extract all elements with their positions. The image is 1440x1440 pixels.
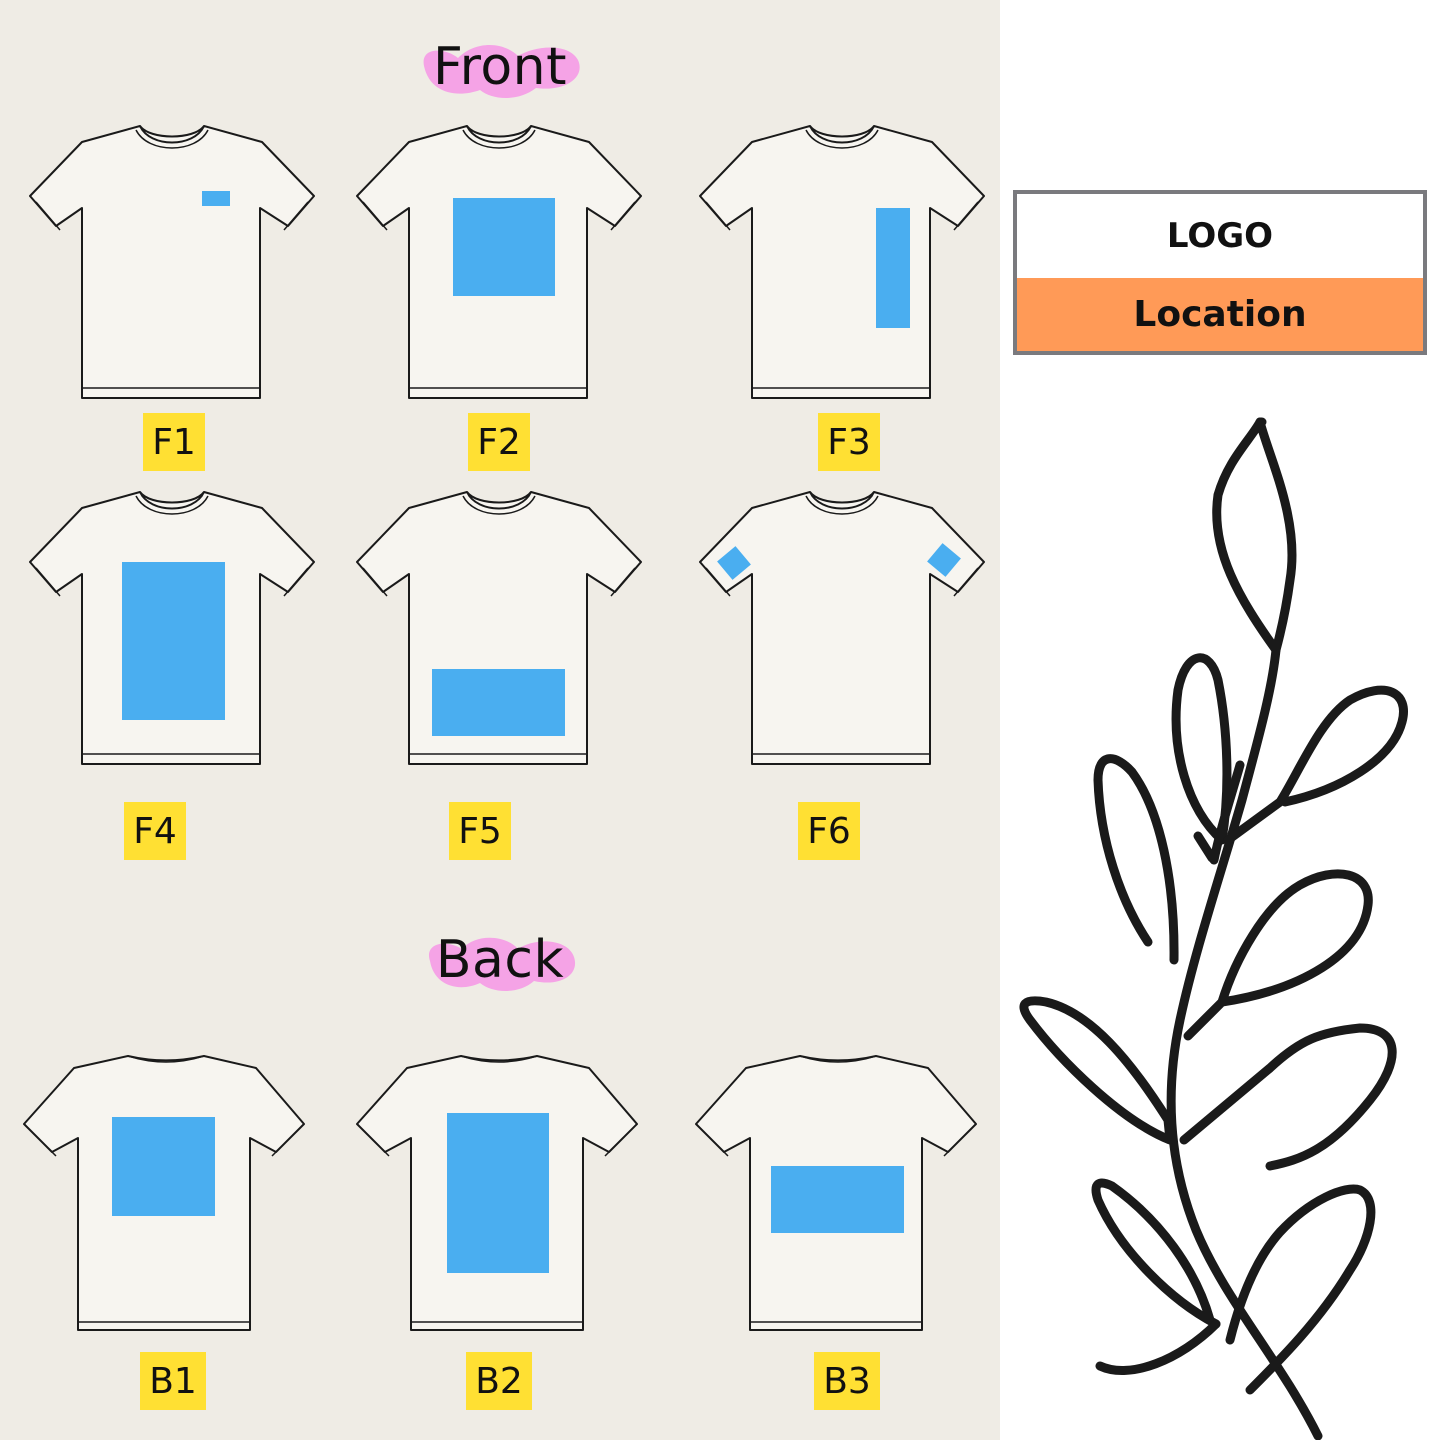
label-f6: F6 <box>798 802 860 860</box>
placement-guide-panel: Front Back F1 <box>0 0 1000 1440</box>
print-area <box>432 669 565 736</box>
print-area <box>771 1166 904 1233</box>
tshirt-icon <box>29 491 315 765</box>
tshirt-b3 <box>695 1052 980 1332</box>
print-area-right-sleeve <box>927 543 961 577</box>
legend-subtitle: Location <box>1017 278 1423 351</box>
tshirt-b1 <box>23 1052 308 1332</box>
front-title: Front <box>418 32 582 102</box>
label-f1: F1 <box>143 413 205 471</box>
print-area-left-sleeve <box>717 546 751 580</box>
label-f2: F2 <box>468 413 530 471</box>
tshirt-icon <box>356 125 642 399</box>
tshirt-icon <box>695 1055 977 1331</box>
label-b1: B1 <box>140 1352 206 1410</box>
tshirt-f6 <box>699 488 985 766</box>
leaf-branch-icon <box>1019 417 1408 1440</box>
tshirt-icon <box>699 125 985 399</box>
tshirt-f5 <box>356 488 642 766</box>
print-area <box>447 1113 549 1273</box>
label-f5: F5 <box>449 802 511 860</box>
legend-box: LOGO Location <box>1013 190 1427 355</box>
tshirt-icon <box>356 491 642 765</box>
tshirt-f3 <box>699 122 985 400</box>
print-area <box>202 191 230 206</box>
print-area <box>453 198 555 296</box>
print-area <box>122 562 225 720</box>
label-b2: B2 <box>466 1352 532 1410</box>
tshirt-f2 <box>356 122 642 400</box>
tshirt-icon <box>356 1055 638 1331</box>
tshirt-f1 <box>29 122 315 400</box>
legend-title: LOGO <box>1166 216 1274 256</box>
highlight-blob <box>428 937 576 991</box>
tshirt-icon <box>699 491 985 765</box>
label-f3: F3 <box>818 413 880 471</box>
label-b3: B3 <box>814 1352 880 1410</box>
print-area <box>112 1117 215 1216</box>
highlight-blob <box>423 45 580 98</box>
print-area <box>876 208 910 328</box>
back-title: Back <box>422 925 578 995</box>
tshirt-icon <box>29 125 315 399</box>
tshirt-b2 <box>356 1052 641 1332</box>
tshirt-f4 <box>29 488 315 766</box>
label-f4: F4 <box>124 802 186 860</box>
tshirt-icon <box>23 1055 305 1331</box>
